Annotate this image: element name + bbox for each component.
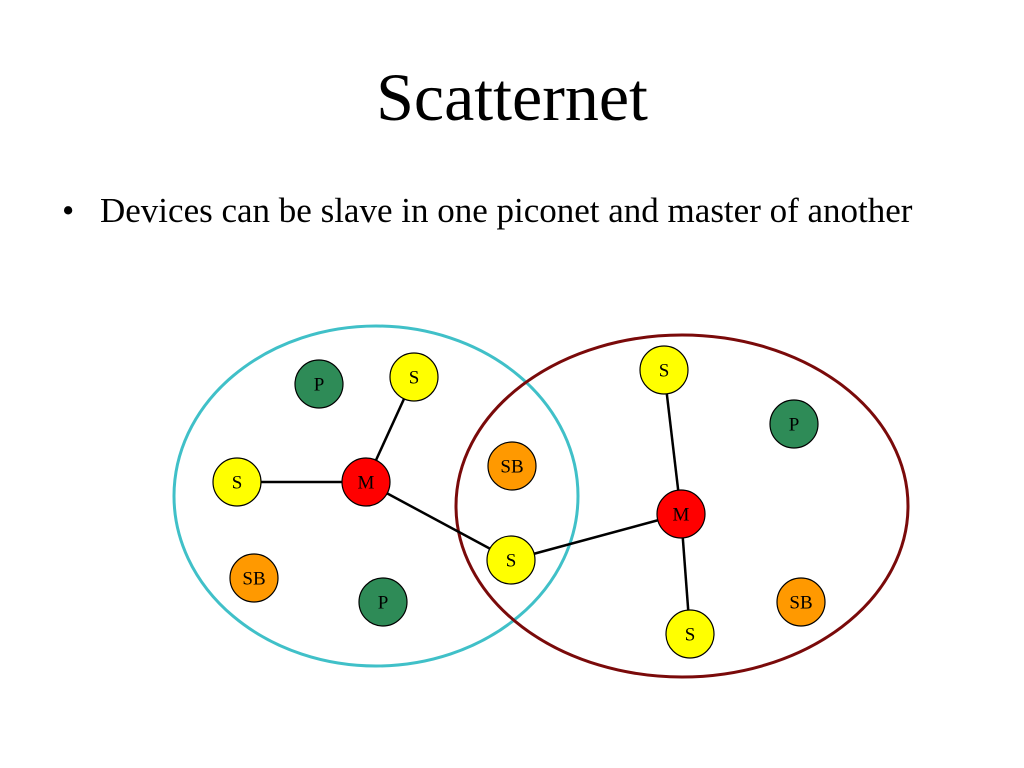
node-right-s-bottom-label: S	[685, 625, 696, 646]
node-left-p-top-label: P	[314, 375, 325, 396]
node-shared-s-circle	[486, 535, 536, 585]
node-right-sb: SB	[776, 577, 826, 627]
node-right-sb-label: SB	[789, 593, 812, 614]
node-layer: P S S M SB P S SB S P M S SB	[212, 345, 826, 659]
node-left-s-top: S	[389, 352, 439, 402]
node-right-m-label: M	[673, 505, 690, 526]
node-left-p-top: P	[294, 359, 344, 409]
node-right-m-circle	[656, 489, 706, 539]
link-layer	[237, 369, 692, 635]
node-left-p-bottom: P	[358, 577, 408, 627]
bullet-item: • Devices can be slave in one piconet an…	[62, 188, 942, 234]
node-left-s-top-circle	[389, 352, 439, 402]
node-overlap-sb-label: SB	[500, 457, 523, 478]
node-left-p-top-circle	[294, 359, 344, 409]
node-left-m-label: M	[358, 473, 375, 494]
node-right-s-top-circle	[639, 345, 689, 395]
node-left-s-top-label: S	[409, 368, 420, 389]
bullet-text: Devices can be slave in one piconet and …	[100, 191, 913, 230]
node-left-s-left-label: S	[232, 473, 243, 494]
node-overlap-sb: SB	[487, 441, 537, 491]
node-left-m: M	[341, 457, 391, 507]
node-right-sb-circle	[776, 577, 826, 627]
link-left-m-to-shared-s	[365, 480, 512, 562]
node-overlap-sb-circle	[487, 441, 537, 491]
node-right-s-bottom-circle	[665, 609, 715, 659]
node-left-p-bottom-circle	[358, 577, 408, 627]
node-shared-s-label: S	[506, 551, 517, 572]
bullet-mark: •	[62, 191, 75, 230]
piconet-layer	[172, 324, 910, 679]
node-right-p-label: P	[789, 415, 800, 436]
node-left-sb: SB	[229, 553, 279, 603]
node-left-sb-circle	[229, 553, 279, 603]
piconet-right-boundary	[454, 333, 910, 679]
piconet-left-boundary	[172, 324, 580, 668]
node-left-s-left-circle	[212, 457, 262, 507]
node-right-s-bottom: S	[665, 609, 715, 659]
slide-title: Scatternet	[376, 59, 648, 135]
node-left-s-left: S	[212, 457, 262, 507]
node-right-p: P	[769, 399, 819, 449]
node-shared-s: S	[486, 535, 536, 585]
node-right-s-top: S	[639, 345, 689, 395]
node-right-p-circle	[769, 399, 819, 449]
node-left-sb-label: SB	[242, 569, 265, 590]
node-left-m-circle	[341, 457, 391, 507]
node-left-p-bottom-label: P	[378, 593, 389, 614]
node-right-s-top-label: S	[659, 361, 670, 382]
link-right-m-to-shared-s	[510, 512, 682, 562]
node-right-m: M	[656, 489, 706, 539]
